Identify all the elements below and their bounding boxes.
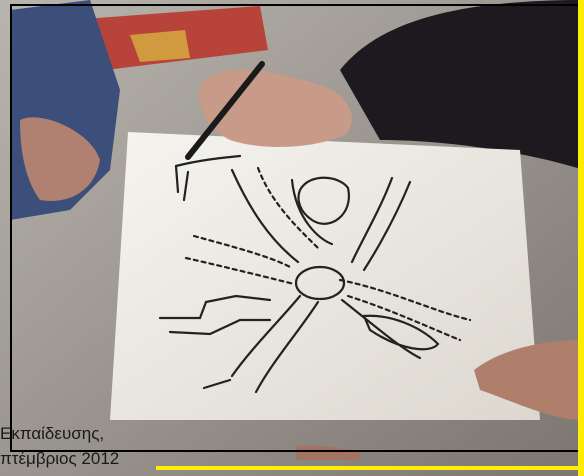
- caption-line-1: Εκπαίδευσης,: [0, 424, 104, 444]
- accent-bar-right: [578, 0, 584, 476]
- accent-bar-bottom: [156, 466, 584, 470]
- paper-sheet: [110, 132, 540, 420]
- caption-line-2: πτέμβριος 2012: [0, 449, 119, 469]
